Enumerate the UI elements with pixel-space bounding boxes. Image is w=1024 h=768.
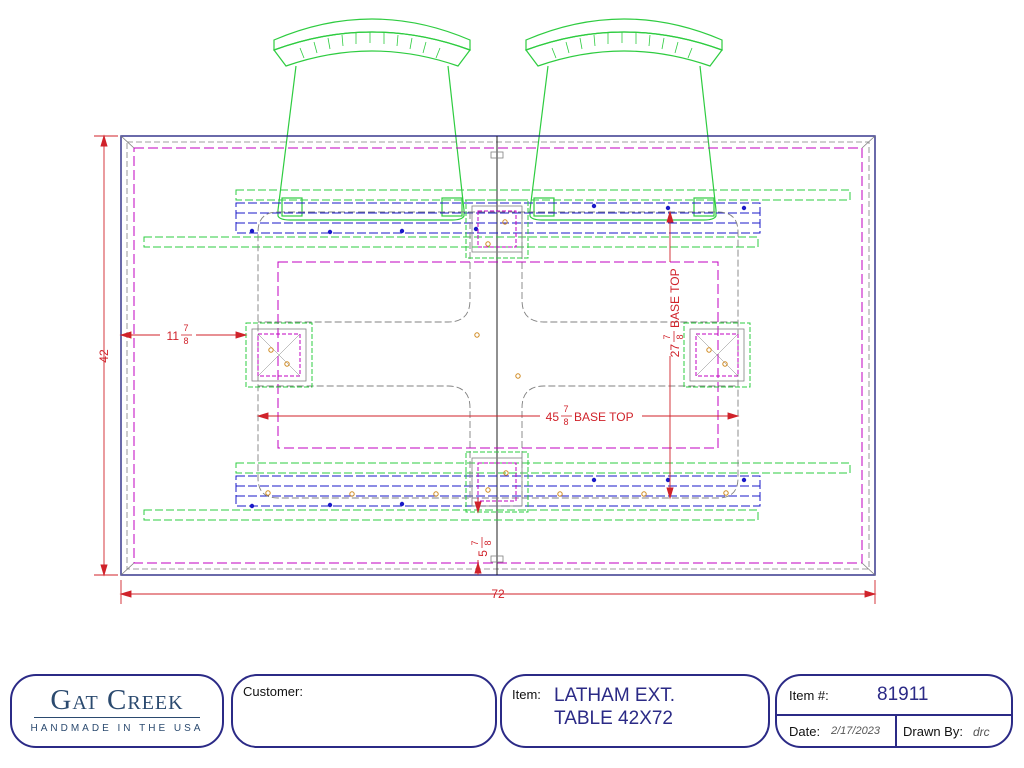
date-label: Date: [789, 724, 821, 739]
svg-text:7: 7 [470, 540, 480, 545]
item-number-value: 81911 [877, 684, 929, 705]
svg-text:7: 7 [183, 323, 188, 333]
item-box: Item: LATHAM EXT. TABLE 42X72 [500, 674, 770, 748]
svg-text:BASE TOP: BASE TOP [668, 268, 682, 328]
svg-text:BASE TOP: BASE TOP [574, 410, 634, 424]
dim-offset-left: 11 7 8 [167, 323, 192, 346]
item-number-box: Item #: 81911 Date: 2/17/2023 Drawn By: … [775, 674, 1013, 748]
title-block-divider-h [777, 714, 1011, 716]
dim-base-depth: 27 7 8 BASE TOP [662, 268, 685, 357]
title-block-divider-v [895, 714, 897, 746]
dim-bottom-gap: 5 7 8 [470, 537, 493, 557]
chair-right [525, 18, 723, 221]
svg-text:45: 45 [546, 410, 560, 424]
drawn-by-value: drc [973, 725, 990, 739]
svg-text:8: 8 [483, 540, 493, 545]
customer-label: Customer: [243, 684, 303, 699]
company-logo: Gat Creek [50, 684, 184, 716]
customer-box: Customer: [231, 674, 497, 748]
company-tagline: HANDMADE IN THE USA [30, 723, 204, 734]
svg-text:8: 8 [563, 417, 568, 427]
pilot-holes [265, 219, 729, 497]
runners [143, 189, 851, 521]
logo-rule [34, 717, 200, 718]
item-line-2: TABLE 42X72 [554, 708, 674, 729]
date-value: 2/17/2023 [831, 725, 880, 737]
dim-width-total: 72 [491, 587, 505, 601]
base-top-rectangle [277, 261, 719, 449]
item-description: LATHAM EXT. TABLE 42X72 [554, 684, 675, 730]
svg-text:7: 7 [662, 334, 672, 339]
logo-box: Gat Creek HANDMADE IN THE USA [10, 674, 224, 748]
dim-height-total: 42 [97, 349, 111, 363]
svg-text:27: 27 [668, 344, 682, 358]
svg-text:8: 8 [183, 336, 188, 346]
svg-text:7: 7 [563, 404, 568, 414]
item-label: Item: [512, 687, 541, 702]
dimension-lines [94, 134, 877, 604]
table-top [120, 135, 876, 576]
item-line-1: LATHAM EXT. [554, 685, 676, 706]
svg-text:5: 5 [476, 550, 490, 557]
shop-drawing: 72 42 11 7 8 45 7 8 BASE TOP 27 7 8 BASE… [94, 18, 877, 604]
drawn-by-label: Drawn By: [903, 724, 963, 739]
item-number-label: Item #: [789, 688, 829, 703]
chair-left [273, 18, 471, 221]
leg-blocks [245, 199, 751, 513]
svg-text:11: 11 [167, 329, 180, 343]
base-outline [257, 211, 739, 499]
slide-fasteners [249, 203, 747, 509]
dim-base-width: 45 7 8 BASE TOP [546, 404, 634, 427]
svg-text:8: 8 [675, 334, 685, 339]
